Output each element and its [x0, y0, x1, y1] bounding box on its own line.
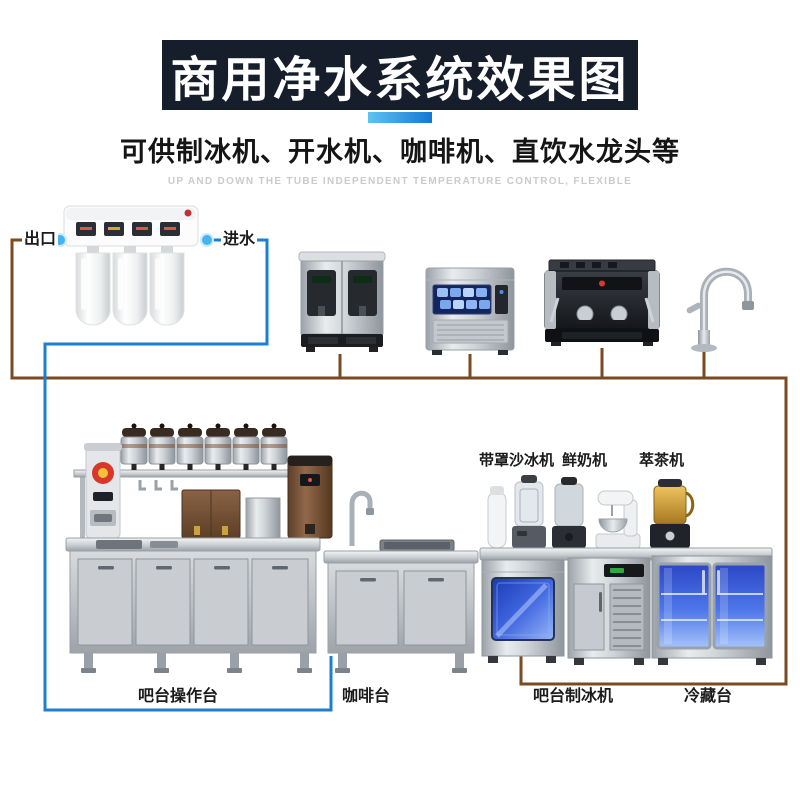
bar-ice-maker-label: 吧台制冰机	[531, 688, 616, 707]
inlet-label: 进水	[221, 231, 258, 250]
back-bar-section	[479, 475, 773, 665]
poster-tagline: UP AND DOWN THE TUBE INDEPENDENT TEMPERA…	[167, 176, 633, 187]
water-boiler	[298, 251, 386, 352]
coffee-counter-label: 咖啡台	[340, 688, 393, 707]
counter-faucet	[349, 490, 373, 546]
outlet-label: 出口	[22, 231, 59, 250]
shelf-taps	[138, 480, 178, 491]
coffee-machine	[544, 259, 660, 346]
sink-basin	[96, 540, 142, 549]
soda-purifier	[487, 486, 507, 549]
milk-machine	[595, 490, 641, 549]
smoothie-machine-2	[552, 477, 586, 548]
beverage-dispensers	[120, 423, 288, 471]
drinking-faucet	[686, 267, 754, 352]
ice-cubes	[437, 288, 490, 309]
title-banner: 商用净水系统效果图	[162, 40, 638, 110]
filter-gauges	[76, 222, 180, 236]
water-filter-unit	[63, 205, 199, 326]
inlet-pipe	[43, 238, 333, 712]
bar-backshelf	[73, 423, 333, 539]
smoothie-machine-label: 带罩沙冰机	[477, 452, 557, 470]
covered-smoothie-machine	[512, 475, 546, 548]
sink-basin-2	[150, 541, 178, 548]
milk-machine-label: 鲜奶机	[560, 452, 610, 470]
poster-title: 商用净水系统效果图	[170, 54, 630, 107]
shelf-boiler	[287, 455, 333, 539]
bar-operation-counter-label: 吧台操作台	[136, 688, 221, 707]
outlet-pipe	[10, 238, 788, 686]
tea-extraction-machine	[650, 479, 695, 548]
inlet-dot	[200, 233, 214, 247]
tea-barrel-cabinet	[181, 489, 241, 539]
title-underline	[368, 112, 432, 123]
undercounter-ice-maker	[481, 559, 565, 663]
poster-subtitle: 可供制冰机、开水机、咖啡机、直饮水龙头等	[120, 137, 680, 167]
refrigerated-counter	[651, 555, 773, 665]
ice-maker	[425, 267, 515, 355]
tea-machine-label: 萃茶机	[637, 452, 687, 470]
bar-operation-counter	[65, 537, 321, 673]
counter-fridge-box	[245, 497, 281, 539]
condensing-unit	[567, 557, 651, 665]
refrigerated-counter-label: 冷藏台	[682, 688, 735, 707]
cup-sealing-machine	[84, 443, 122, 539]
coffee-counter	[323, 490, 479, 673]
